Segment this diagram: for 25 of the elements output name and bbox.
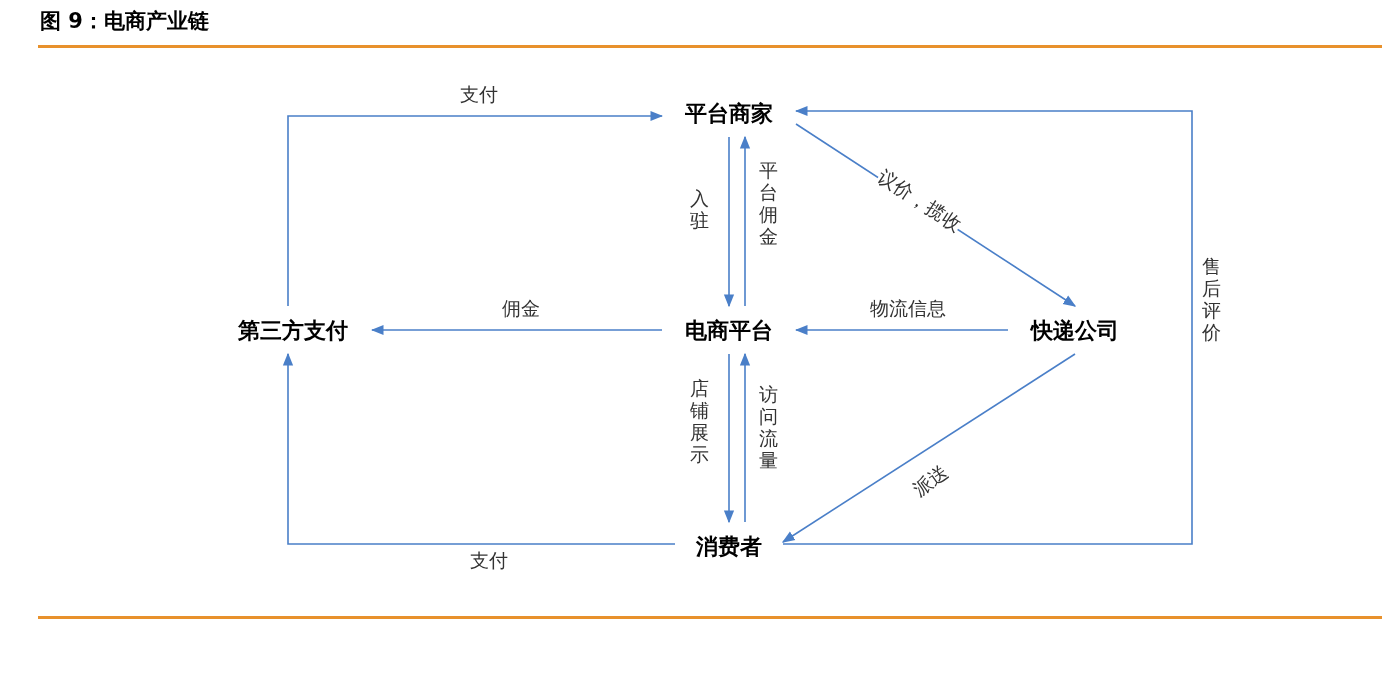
- edge-label: 店铺展示: [688, 378, 711, 466]
- edge-label: 平台佣金: [757, 160, 780, 248]
- edge-label: 入驻: [688, 188, 711, 232]
- node-label: 快递公司: [1016, 314, 1134, 346]
- edge-label: 支付: [460, 84, 498, 106]
- edge-label: 售后评价: [1200, 256, 1223, 344]
- node-label: 第三方支付: [222, 314, 364, 346]
- edge-label: 物流信息: [870, 298, 946, 320]
- node-label: 电商平台: [670, 314, 788, 346]
- arrow: [781, 353, 1076, 543]
- arrow: [723, 136, 735, 308]
- figure-title: 图 9：电商产业链: [40, 8, 209, 35]
- arrow: [723, 353, 735, 524]
- edge-label: 访问流量: [757, 384, 780, 472]
- node-label: 消费者: [683, 530, 775, 562]
- arrow: [739, 352, 751, 523]
- node-label: 平台商家: [670, 97, 788, 129]
- arrow: [287, 110, 664, 307]
- arrow: [282, 352, 676, 545]
- edge-label: 佣金: [502, 298, 540, 320]
- arrow: [782, 105, 1193, 545]
- edge-label: 支付: [470, 550, 508, 572]
- arrow: [370, 324, 663, 336]
- arrow: [794, 324, 1009, 336]
- arrow: [739, 135, 751, 307]
